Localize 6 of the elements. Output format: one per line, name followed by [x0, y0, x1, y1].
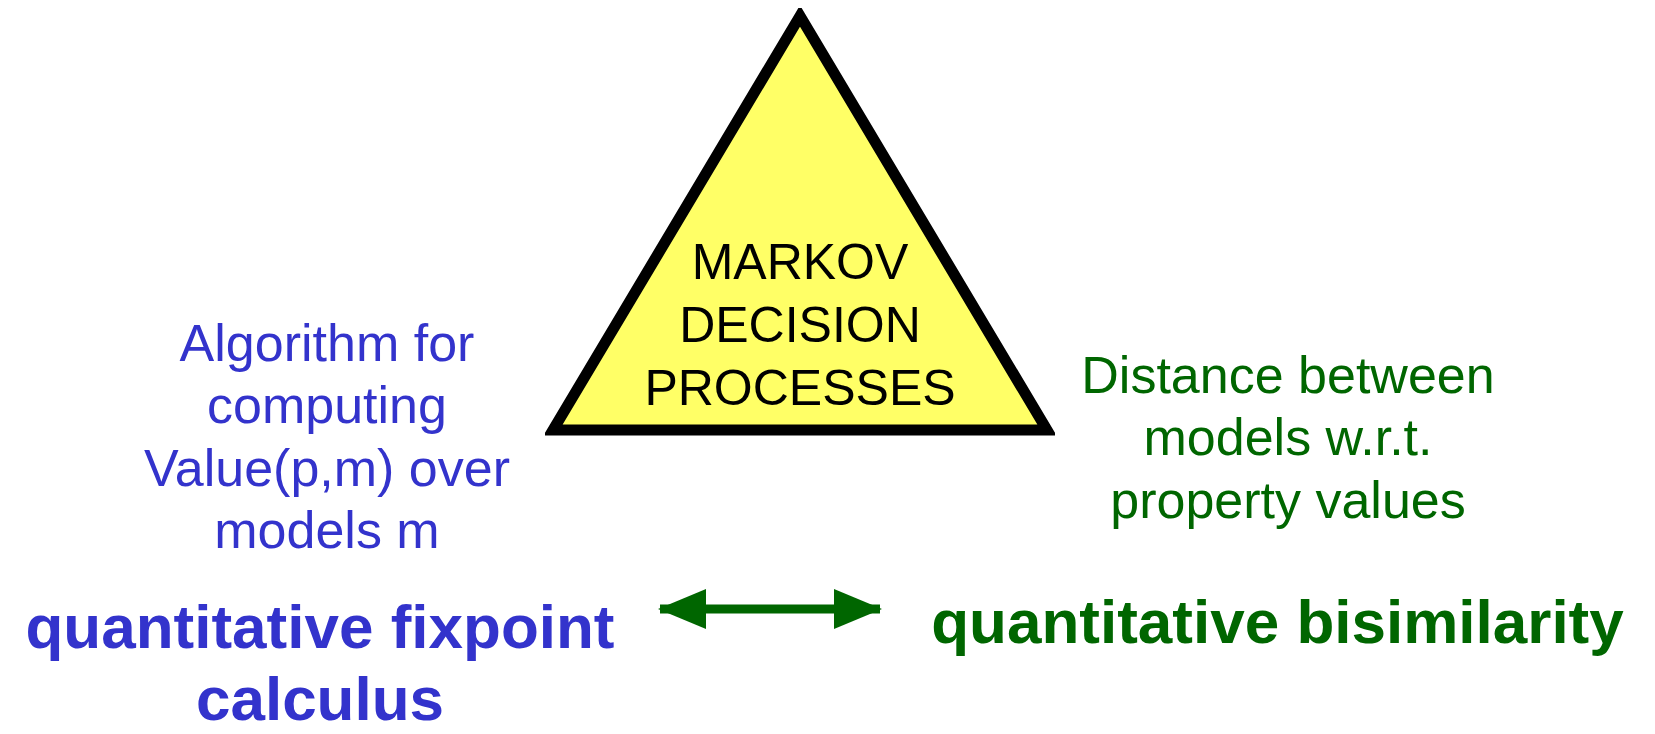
- shape-label: MARKOV DECISION PROCESSES: [643, 233, 957, 418]
- concept-label: quantitative bisimilarity: [931, 585, 1624, 657]
- concept-label: quantitative fixpoint calculus: [24, 591, 616, 734]
- description-text: Algorithm for computing Value(p,m) over models m: [142, 313, 512, 562]
- description-text: Distance between models w.r.t. property values: [1080, 345, 1496, 531]
- double-arrow: [658, 589, 882, 629]
